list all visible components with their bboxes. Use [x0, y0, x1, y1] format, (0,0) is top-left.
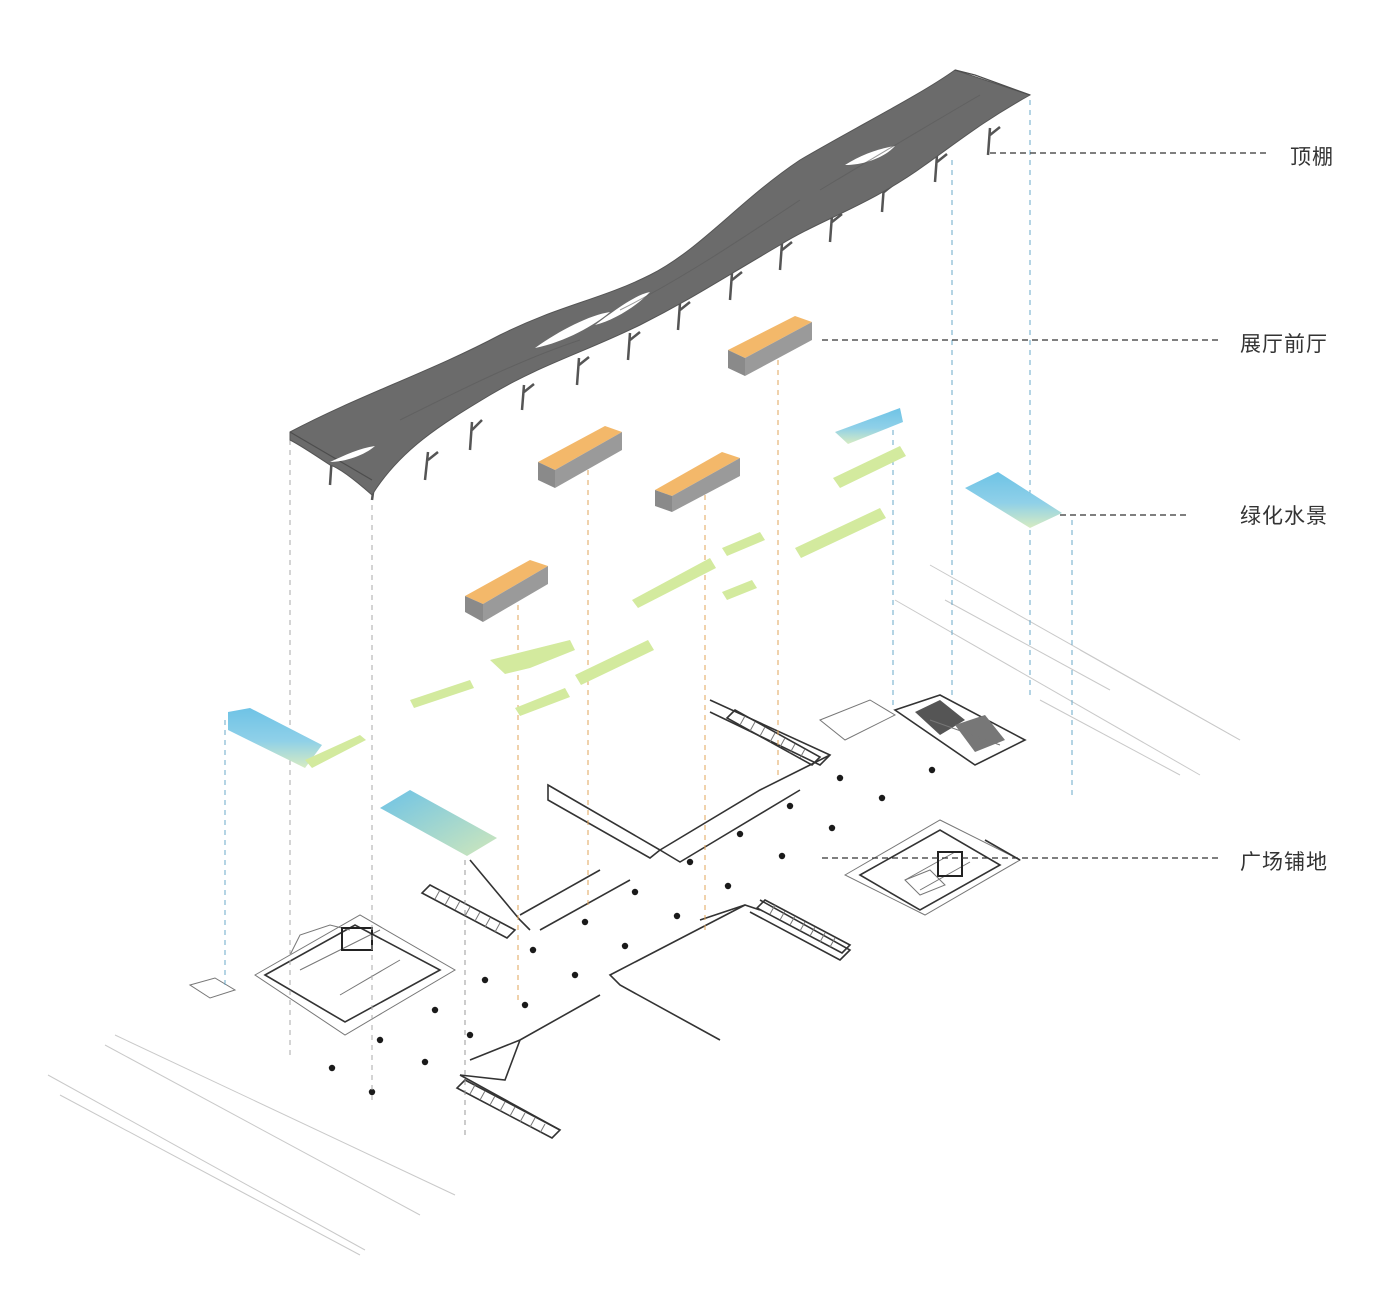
- stair-block-1: [727, 710, 820, 765]
- building-plan-left: [190, 915, 455, 1035]
- lobby-block-3: [655, 452, 740, 512]
- lobby-block-2: [538, 426, 622, 488]
- lobby-block-1: [728, 316, 812, 376]
- label-greenery-water: 绿化水景: [1240, 500, 1328, 530]
- water-feature-right: [965, 472, 1062, 528]
- road-lines: [48, 565, 1240, 1255]
- label-plaza-paving: 广场铺地: [1240, 846, 1328, 876]
- water-feature-mid: [380, 790, 497, 856]
- stair-block-2: [422, 885, 515, 938]
- label-lobby: 展厅前厅: [1240, 328, 1328, 358]
- projection-lines: [225, 100, 1072, 1140]
- label-canopy: 顶棚: [1290, 141, 1334, 171]
- canopy-surface: [290, 70, 1030, 495]
- water-feature-top: [835, 408, 903, 444]
- stair-block-3: [757, 900, 850, 953]
- stair-block-4: [457, 1080, 560, 1138]
- lobby-block-4: [465, 560, 548, 622]
- canopy-roof: [290, 70, 1030, 500]
- building-plan-top-right: [820, 695, 1025, 765]
- building-plan-right: [845, 820, 1020, 915]
